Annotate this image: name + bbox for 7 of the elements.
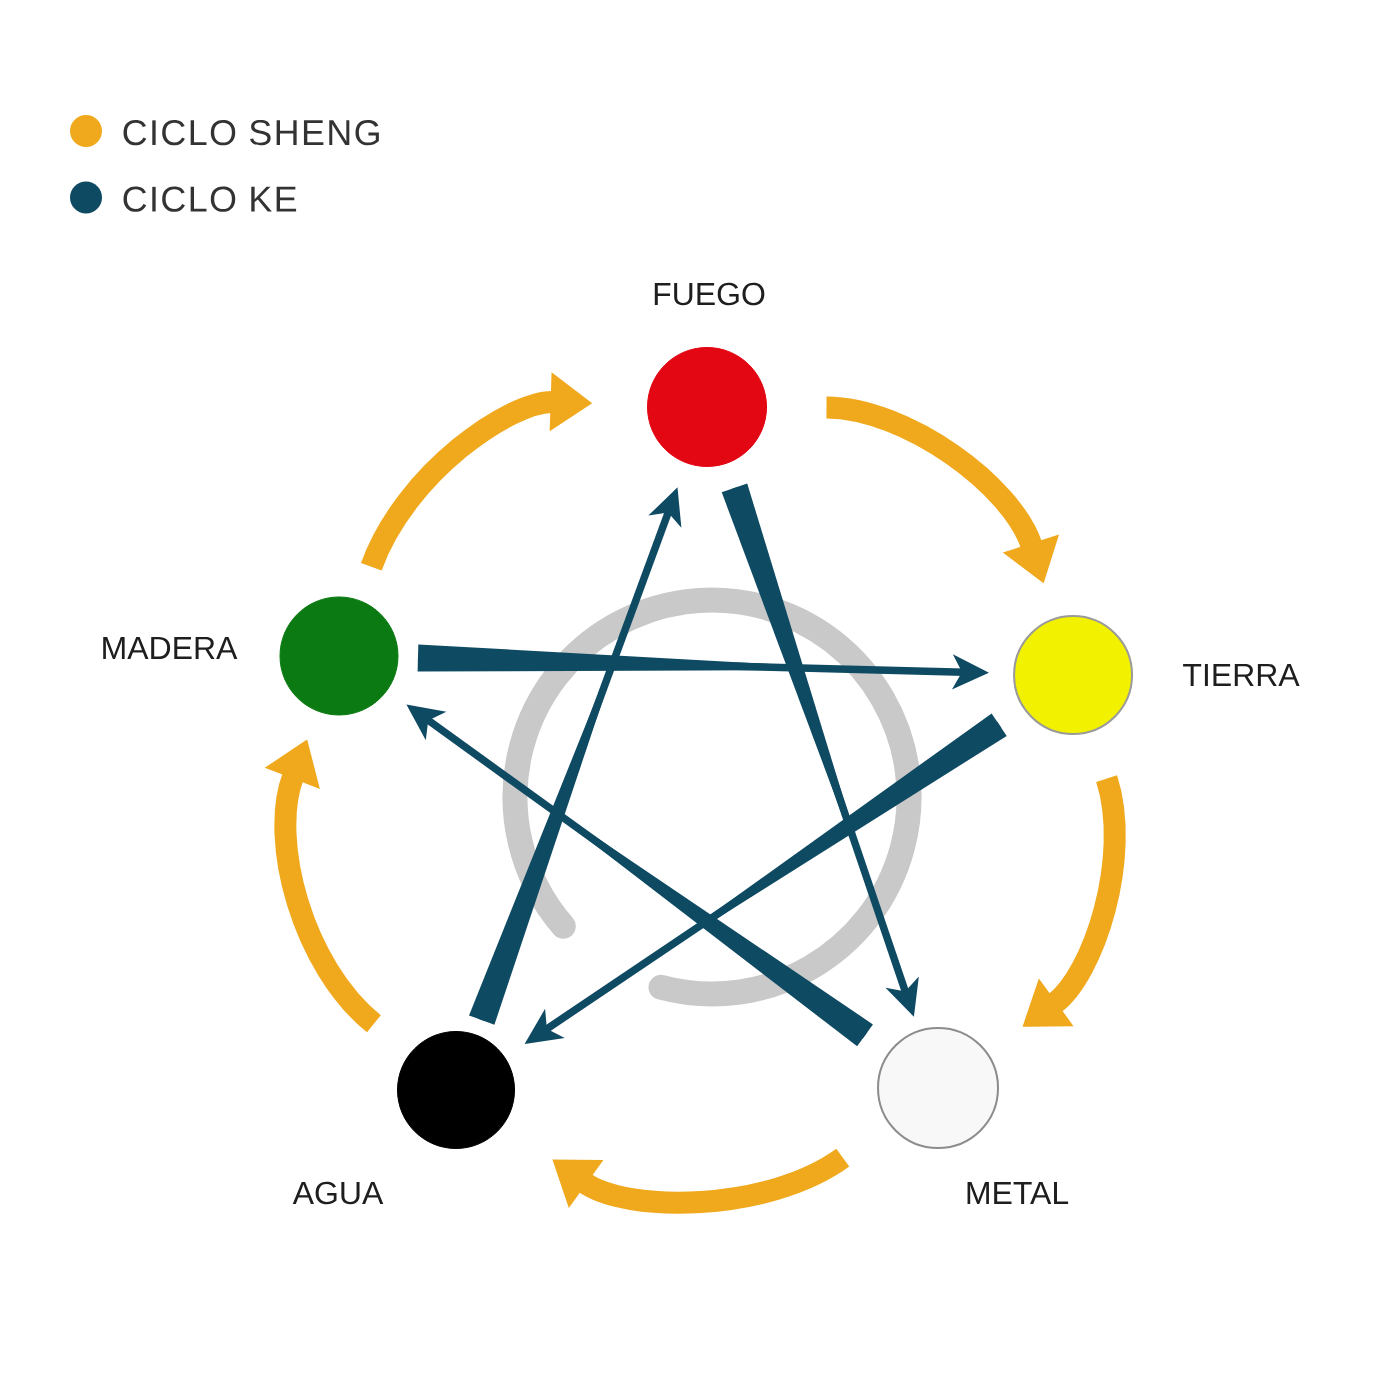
element-label: FUEGO [654,282,765,306]
element-label: TIERRA [1183,664,1300,686]
element-label: MADERA [103,637,238,659]
element-label: AGUA [292,1181,384,1205]
element-label: METAL [967,1182,1069,1204]
legend-label: CICLO KE [123,186,297,212]
legend-label: CICLO SHENG [123,119,379,146]
